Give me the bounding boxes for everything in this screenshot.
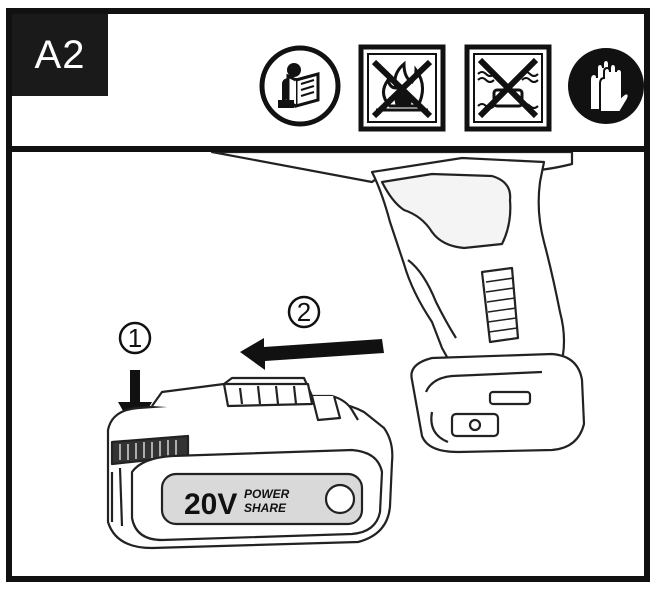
slide-direction-arrow [240,338,384,370]
step-1-marker: 1 [118,321,152,355]
no-fire-icon [358,44,446,132]
read-manual-icon [259,45,341,127]
wear-gloves-icon [568,48,644,124]
drill-illustration [210,152,586,454]
diagram-area: 2 1 [12,152,644,576]
no-water-immersion-icon [464,44,552,132]
step-1-label: 1 [128,323,142,353]
step-2-label: 2 [297,297,311,327]
battery-removal-illustration: 2 1 [106,152,586,550]
instruction-panel: A2 [6,8,650,582]
step-2-marker: 2 [287,295,321,329]
battery-brand-line-1: POWER [244,487,290,501]
panel-header: A2 [12,14,644,152]
battery-voltage-label: 20V [184,488,237,521]
safety-icons [258,44,644,136]
section-label: A2 [12,14,108,96]
battery-pack-illustration [106,376,394,550]
battery-brand-line-2: SHARE [244,501,287,515]
